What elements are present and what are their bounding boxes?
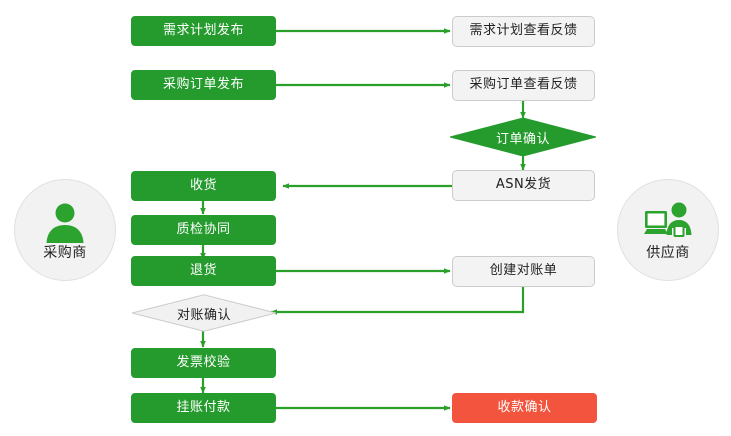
node-create-statement[interactable]: 创建对账单 — [452, 256, 595, 287]
node-demand-plan-publish-label: 需求计划发布 — [162, 22, 244, 38]
node-po-feedback-label: 采购订单查看反馈 — [469, 77, 578, 93]
edge-create-statement-to-reconcile — [270, 287, 525, 315]
node-demand-plan-feedback[interactable]: 需求计划查看反馈 — [452, 16, 595, 47]
node-invoice-check-label: 发票校验 — [176, 354, 231, 370]
node-receipt-confirm-label: 收款确认 — [497, 399, 552, 415]
node-po-publish[interactable]: 采购订单发布 — [131, 70, 276, 100]
node-receive-goods[interactable]: 收货 — [131, 171, 276, 201]
node-payment-posting[interactable]: 挂账付款 — [131, 393, 276, 423]
actor-buyer-label: 采购商 — [43, 244, 87, 261]
node-asn-shipment[interactable]: ASN发货 — [452, 170, 595, 201]
actor-supplier-label: 供应商 — [646, 244, 690, 261]
node-asn-shipment-label: ASN发货 — [495, 177, 552, 193]
actor-buyer: 采购商 — [14, 179, 116, 281]
node-receive-goods-label: 收货 — [189, 177, 217, 193]
node-po-feedback[interactable]: 采购订单查看反馈 — [452, 70, 595, 101]
node-order-confirm-label: 订单确认 — [495, 131, 550, 147]
node-demand-plan-feedback-label: 需求计划查看反馈 — [469, 23, 578, 39]
diamond-shape-green — [450, 118, 596, 156]
person-icon — [46, 203, 84, 243]
person-at-computer-icon — [644, 202, 692, 237]
node-payment-posting-label: 挂账付款 — [176, 399, 231, 415]
node-po-publish-label: 采购订单发布 — [162, 76, 244, 92]
node-receipt-confirm[interactable]: 收款确认 — [452, 393, 597, 423]
diamond-shape-gray — [131, 294, 277, 332]
node-return-goods[interactable]: 退货 — [131, 256, 276, 286]
node-invoice-check[interactable]: 发票校验 — [131, 348, 276, 378]
node-return-goods-label: 退货 — [189, 262, 217, 278]
node-demand-plan-publish[interactable]: 需求计划发布 — [131, 16, 276, 46]
actor-supplier: 供应商 — [617, 179, 719, 281]
node-order-confirm[interactable]: 订单确认 — [450, 118, 596, 156]
node-quality-collab[interactable]: 质检协同 — [131, 215, 276, 245]
node-create-statement-label: 创建对账单 — [489, 263, 558, 279]
node-quality-collab-label: 质检协同 — [176, 221, 231, 237]
node-reconcile-confirm[interactable]: 对账确认 — [131, 294, 277, 332]
node-reconcile-confirm-label: 对账确认 — [176, 307, 231, 323]
